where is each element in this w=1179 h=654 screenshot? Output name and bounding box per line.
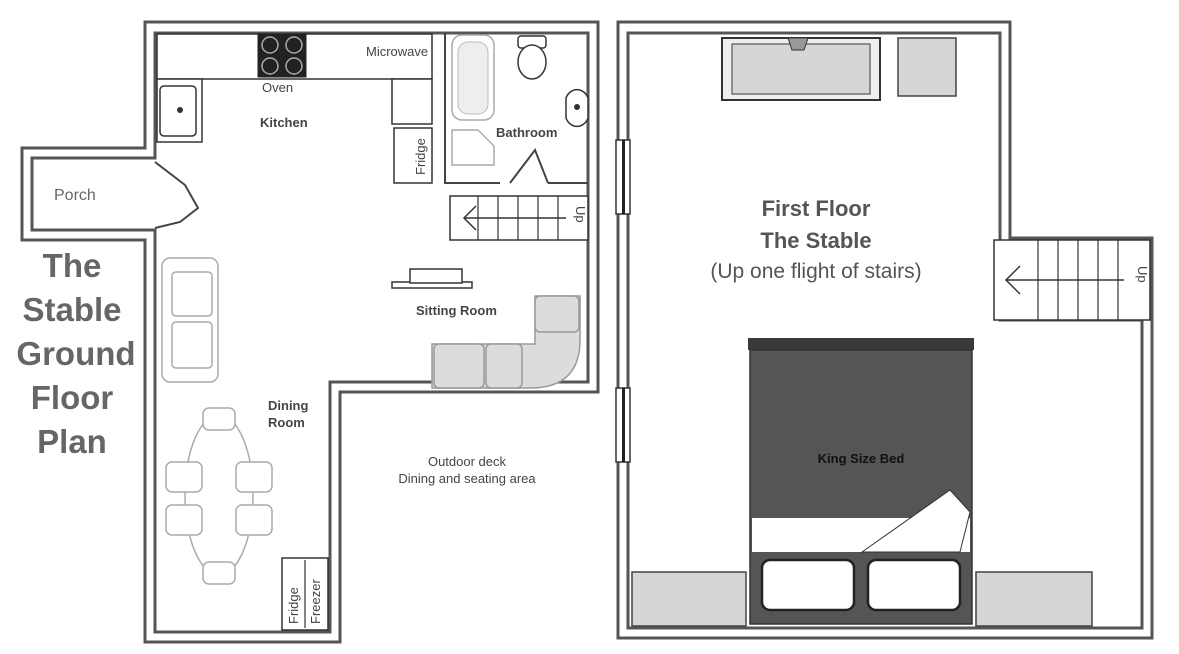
ground-floor-outer-wall xyxy=(20,20,600,644)
ground-stairs-up-label: Up xyxy=(573,206,588,223)
deck-label-line1: Outdoor deck xyxy=(428,454,507,469)
hob-ring-3 xyxy=(261,57,279,75)
bedside-table-left xyxy=(631,571,747,627)
fridge-freezer-label-line1: Fridge xyxy=(286,587,301,624)
shower-tray xyxy=(451,129,495,166)
fridge-freezer-label-line2: Freezer xyxy=(308,579,323,624)
bed-headboard xyxy=(748,338,974,350)
corner-sofa-seat-3 xyxy=(534,295,580,333)
hob xyxy=(257,33,307,78)
oven-label: Oven xyxy=(262,80,293,95)
ground-title-line3: Ground xyxy=(16,335,135,372)
dining-chair-top xyxy=(202,407,236,431)
bedside-cabinet-top xyxy=(897,37,957,97)
counter-corner xyxy=(391,78,433,125)
deck-label-line2: Dining and seating area xyxy=(398,471,536,486)
hob-ring-1 xyxy=(261,36,279,54)
ground-title-line5: Plan xyxy=(37,423,107,460)
first-floor-title-line2: The Stable xyxy=(760,228,871,253)
ground-title-line2: Stable xyxy=(22,291,121,328)
fireplace xyxy=(409,268,463,284)
bathtub-basin xyxy=(457,41,489,115)
hob-ring-2 xyxy=(285,36,303,54)
sofa-left-cushion-1 xyxy=(171,271,213,317)
ground-floor-plan: Porch Oven Microwave Kitchen Fridge Bath… xyxy=(16,20,600,644)
corner-sofa-seat-2 xyxy=(485,343,523,389)
kitchen-label: Kitchen xyxy=(260,115,308,130)
porch-door xyxy=(154,161,200,229)
pillow-right xyxy=(866,558,962,612)
porch-label: Porch xyxy=(54,187,96,204)
fridge-label: Fridge xyxy=(413,138,428,175)
dining-chair-l1 xyxy=(165,461,203,493)
dining-chair-bottom xyxy=(202,561,236,585)
first-floor-outer-wall xyxy=(616,20,1154,640)
sink-drain xyxy=(177,107,183,113)
dining-chair-r2 xyxy=(235,504,273,536)
sofa-left-cushion-2 xyxy=(171,321,213,369)
dining-chair-l2 xyxy=(165,504,203,536)
first-floor-subtitle: (Up one flight of stairs) xyxy=(710,260,921,283)
sitting-room-label: Sitting Room xyxy=(416,303,497,318)
ground-title-line1: The xyxy=(43,247,102,284)
bed-label: King Size Bed xyxy=(818,451,905,466)
dining-chair-r1 xyxy=(235,461,273,493)
ground-title-line4: Floor xyxy=(31,379,114,416)
dining-table xyxy=(184,414,254,576)
bathroom-wall xyxy=(444,33,500,184)
first-floor-title-line1: First Floor xyxy=(762,196,871,221)
basin-drain xyxy=(574,104,580,110)
toilet-bowl xyxy=(517,44,547,80)
dining-label-line2: Room xyxy=(268,415,305,430)
bed-sheet-corner xyxy=(860,489,971,553)
ground-floor-inner-wall xyxy=(30,31,590,634)
first-floor-plan: Up King Size Bed First Floor The Stable … xyxy=(615,20,1154,640)
dining-label-line1: Dining xyxy=(268,398,308,413)
hob-ring-4 xyxy=(285,57,303,75)
bedside-table-right xyxy=(975,571,1093,627)
fridge xyxy=(393,127,433,184)
pillow-left xyxy=(760,558,856,612)
bathroom-label: Bathroom xyxy=(496,125,557,140)
first-stairs-up-label: Up xyxy=(1135,266,1150,283)
microwave-label: Microwave xyxy=(366,44,428,59)
bathroom-door xyxy=(509,147,549,184)
corner-sofa-seat-1 xyxy=(433,343,485,389)
porch-door-gap xyxy=(146,160,158,228)
